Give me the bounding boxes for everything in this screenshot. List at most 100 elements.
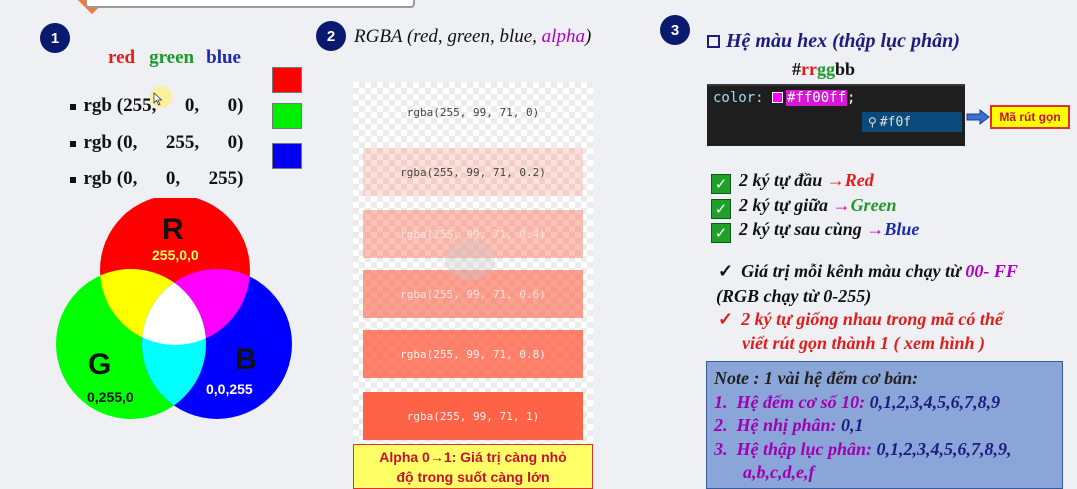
- rgba-title: RGBA (red, green, blue, alpha): [354, 26, 591, 48]
- hex-title: Hệ màu hex (thập lục phân): [707, 30, 960, 53]
- code-property: color:: [713, 90, 773, 106]
- rgb-row-label: rgb (0, 255, 0): [83, 132, 244, 153]
- section-3-number: 3: [660, 15, 690, 45]
- code-semicolon: ;: [847, 90, 856, 106]
- bullet-icon: [69, 103, 76, 110]
- checkmark-icon: ✓: [718, 261, 734, 281]
- check-target: Green: [850, 195, 897, 215]
- header-red: red: [108, 47, 136, 68]
- color-swatch-icon: [772, 92, 784, 103]
- venn-r-letter: R: [162, 213, 184, 246]
- note-item-num: 3.: [714, 439, 728, 459]
- arrow-icon: →: [826, 170, 845, 190]
- code-suggestion-text: #f0f: [879, 115, 912, 130]
- check-text: 2 ký tự giữa: [739, 195, 833, 215]
- rgb-row-blue: rgb (0, 0, 255): [60, 146, 243, 190]
- hex-format-rr: rr: [801, 59, 817, 79]
- square-bullet-icon: [707, 35, 720, 48]
- value-range-prefix: Giá trị mỗi kênh màu chạy từ: [741, 261, 966, 281]
- wrench-icon: ⚲: [868, 115, 877, 129]
- check-text: 2 ký tự đầu: [739, 170, 827, 190]
- check-target: Red: [844, 170, 874, 190]
- venn-r-value: 255,0,0: [152, 247, 199, 263]
- arrow-icon: →: [866, 219, 885, 239]
- note-item-label: Hệ nhị phân:: [736, 415, 842, 435]
- note-item-label: Hệ thập lục phân:: [736, 439, 877, 459]
- swatch-red: [272, 67, 302, 93]
- hex-format-gg: gg: [816, 59, 835, 79]
- code-snippet: color: #ff00ff; ⚲#f0f: [707, 84, 965, 146]
- note-item-value: 0,1,2,3,4,5,6,7,8,9: [869, 392, 1001, 412]
- checkmark-icon: ✓: [718, 309, 734, 329]
- alpha-caption-line2: độ trong suốt càng lớn: [396, 469, 550, 485]
- bullet-icon: [69, 176, 76, 183]
- venn-g-value: 0,255,0: [87, 389, 134, 405]
- hex-format-hash: #: [792, 59, 801, 79]
- swatch-green: [272, 103, 302, 129]
- rgb-row-label: rgb (0, 0, 255): [83, 168, 244, 189]
- rgba-box: rgba(255, 99, 71, 0.4): [363, 210, 583, 258]
- alpha-caption: Alpha 0→1: Giá trị càng nhỏ độ trong suố…: [353, 444, 593, 489]
- rgb-headers: red green blue: [108, 47, 241, 69]
- note-item-label: Hệ đếm cơ số 10:: [736, 392, 870, 412]
- checkbox-checked-icon: ✓: [711, 199, 731, 219]
- rgba-title-prefix: RGBA (red, green, blue,: [354, 26, 542, 47]
- note-item-value: 0,1,2,3,4,5,6,7,8,9,: [876, 439, 1012, 459]
- code-suggestion: ⚲#f0f: [862, 112, 962, 132]
- mouse-cursor-icon: [153, 92, 163, 106]
- short-code-label: Mã rút gọn: [990, 105, 1070, 129]
- check-text: 2 ký tự sau cùng: [739, 219, 867, 239]
- note-box: Note : 1 vài hệ đếm cơ bản: 1. Hệ đếm cơ…: [706, 361, 1063, 489]
- note-item-3: 3. Hệ thập lục phân: 0,1,2,3,4,5,6,7,8,9…: [714, 439, 1012, 460]
- check-row-green: ✓ 2 ký tự giữa →Green: [711, 195, 897, 219]
- checkbox-checked-icon: ✓: [711, 174, 731, 194]
- swatch-blue: [272, 143, 302, 169]
- shortcut-line1: ✓ 2 ký tự giống nhau trong mã có thể: [718, 309, 1003, 330]
- check-row-red: ✓ 2 ký tự đầu →Red: [711, 170, 874, 194]
- section-1-number: 1: [40, 23, 70, 53]
- rgba-demo-column: rgba(255, 99, 71, 0) rgba(255, 99, 71, 0…: [353, 82, 593, 462]
- rgba-box: rgba(255, 99, 71, 0.8): [363, 330, 583, 378]
- rgba-box: rgba(255, 99, 71, 0.6): [363, 270, 583, 318]
- cursor-highlight: [150, 86, 172, 108]
- loading-spinner-icon: [445, 240, 495, 280]
- note-title: Note : 1 vài hệ đếm cơ bản:: [714, 368, 919, 388]
- shortcut-line2: viết rút gọn thành 1 ( xem hình ): [742, 333, 986, 353]
- rgb-row-green: rgb (0, 255, 0): [60, 110, 243, 154]
- checkbox-checked-icon: ✓: [711, 223, 731, 243]
- shortcut-text1: 2 ký tự giống nhau trong mã có thể: [741, 309, 1003, 329]
- check-target: Blue: [884, 219, 920, 239]
- note-item-value: 0,1: [841, 415, 864, 435]
- rgba-box: rgba(255, 99, 71, 0.2): [363, 148, 583, 196]
- venn-b-letter: B: [235, 343, 257, 376]
- value-range-line1: ✓Giá trị mỗi kênh màu chạy từ 00- FF: [718, 261, 1018, 282]
- code-line: color: #ff00ff;: [713, 90, 855, 106]
- note-item-2: 2. Hệ nhị phân: 0,1: [714, 415, 864, 436]
- hex-format-bb: bb: [834, 59, 856, 79]
- venn-g-letter: G: [88, 348, 112, 381]
- arrow-icon: →: [832, 195, 851, 215]
- venn-b-value: 0,0,255: [206, 381, 253, 397]
- bullet-icon: [69, 140, 76, 147]
- hex-title-text: Hệ màu hex (thập lục phân): [726, 30, 960, 52]
- rgba-box: rgba(255, 99, 71, 0): [406, 105, 540, 119]
- note-item-num: 1.: [714, 392, 728, 412]
- rgba-title-alpha: alpha: [541, 26, 585, 47]
- top-decoration-bar: [85, 0, 415, 8]
- alpha-caption-line1: Alpha 0→1: Giá trị càng nhỏ: [379, 449, 567, 465]
- value-range-line2: (RGB chạy từ 0-255): [716, 286, 872, 306]
- note-item-num: 2.: [714, 415, 728, 435]
- rgb-venn-diagram: [56, 198, 292, 419]
- rgb-row-label: rgb (255, 0, 0): [83, 95, 244, 116]
- header-green: green: [149, 47, 195, 68]
- note-item-3-cont: a,b,c,d,e,f: [743, 462, 815, 482]
- arrow-right-icon: [966, 109, 990, 125]
- rgba-box: rgba(255, 99, 71, 1): [363, 392, 583, 440]
- venn-white-region: [142, 269, 206, 345]
- header-blue: blue: [206, 47, 241, 68]
- rgb-row-red: rgb (255, 0, 0): [60, 73, 243, 117]
- section-2-number: 2: [316, 21, 346, 51]
- hex-format: #rrggbb: [792, 59, 855, 80]
- check-row-blue: ✓ 2 ký tự sau cùng →Blue: [711, 219, 919, 243]
- note-item-1: 1. Hệ đếm cơ số 10: 0,1,2,3,4,5,6,7,8,9: [714, 392, 1000, 413]
